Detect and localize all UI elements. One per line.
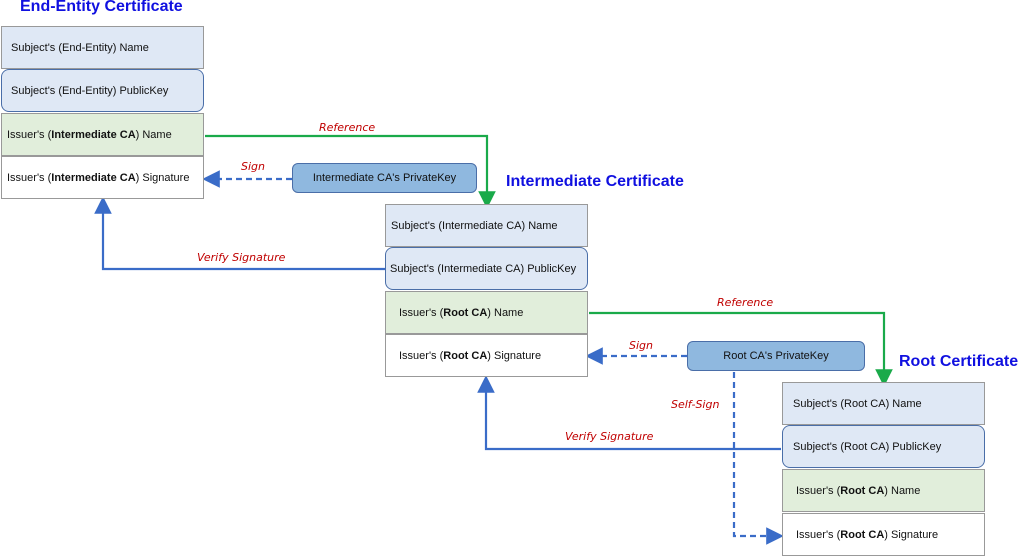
self-sign-label: Self-Sign [671,398,720,411]
subject-publickey-field: Subject's (End-Entity) PublicKey [1,69,204,112]
verify-label-1: Verify Signature [197,251,286,264]
verify-arrow-1 [94,196,386,271]
reference-arrow-1 [205,134,496,209]
end-entity-title: End-Entity Certificate [20,0,183,15]
verify-label-2: Verify Signature [565,430,654,443]
subject-publickey-field: Subject's (Intermediate CA) PublicKey [385,247,588,290]
intermediate-title: Intermediate Certificate [506,173,684,190]
subject-publickey-field: Subject's (Root CA) PublicKey [782,425,985,468]
root-privatekey-box: Root CA's PrivateKey [687,341,865,371]
issuer-name-field: Issuer's (Root CA) Name [782,469,985,512]
reference-label-1: Reference [319,121,376,134]
intermediate-privatekey-box: Intermediate CA's PrivateKey [292,163,477,193]
reference-arrow-2 [589,311,893,387]
subject-name-field: Subject's (End-Entity) Name [1,26,204,69]
sign-label-1: Sign [241,160,265,173]
issuer-signature-field: Issuer's (Intermediate CA) Signature [1,156,204,199]
subject-name-field: Subject's (Root CA) Name [782,382,985,425]
sign-label-2: Sign [629,339,653,352]
root-title: Root Certificate [899,353,1019,370]
issuer-signature-field: Issuer's (Root CA) Signature [782,513,985,556]
reference-label-2: Reference [717,296,774,309]
issuer-signature-field: Issuer's (Root CA) Signature [385,334,588,377]
subject-name-field: Subject's (Intermediate CA) Name [385,204,588,247]
issuer-name-field: Issuer's (Root CA) Name [385,291,588,334]
verify-arrow-2 [477,375,781,451]
issuer-name-field: Issuer's (Intermediate CA) Name [1,113,204,156]
self-sign-arrow [732,372,784,545]
